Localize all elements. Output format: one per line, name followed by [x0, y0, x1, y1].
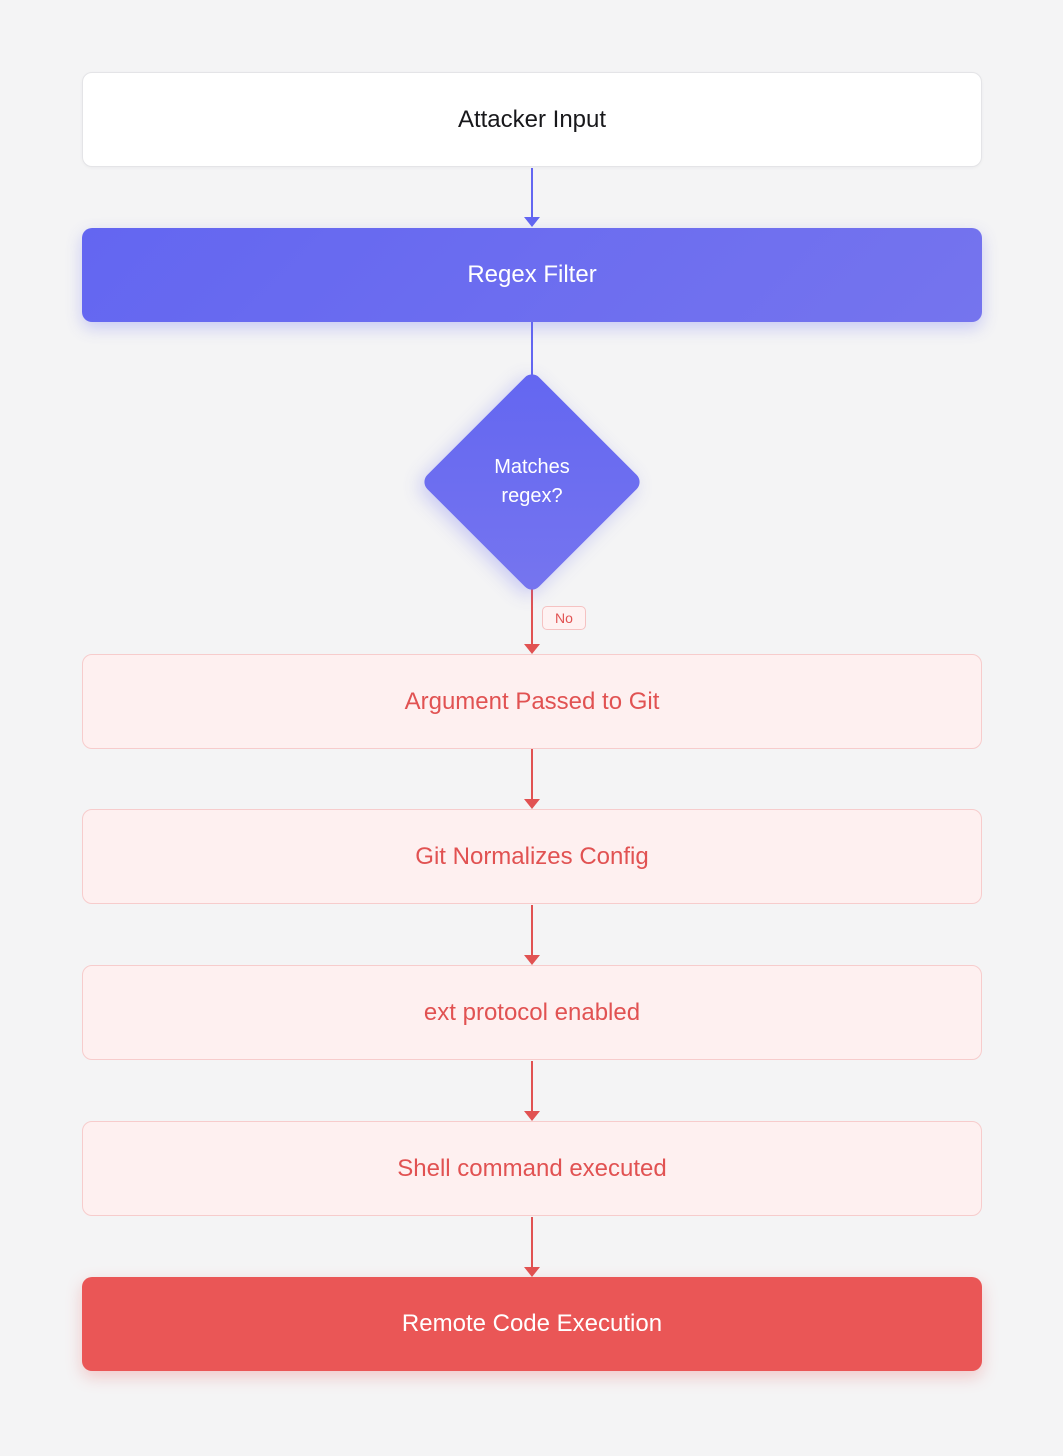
decision-matches-regex: Matches regex? — [420, 370, 644, 594]
edge-label-no: No — [542, 606, 586, 630]
node-regex-filter: Regex Filter — [82, 228, 982, 322]
arrow-shell-to-rce — [524, 1217, 540, 1277]
node-remote-code-execution: Remote Code Execution — [82, 1277, 982, 1371]
arrow-decision-to-argument — [524, 586, 540, 654]
node-ext-protocol-label: ext protocol enabled — [423, 998, 641, 1026]
arrow-ext-to-shell — [524, 1061, 540, 1121]
node-git-normalizes: Git Normalizes Config — [82, 809, 982, 904]
arrow-argument-to-normalize — [524, 749, 540, 809]
node-shell-command-label: Shell command executed — [397, 1154, 667, 1182]
node-argument-passed-label: Argument Passed to Git — [404, 687, 660, 715]
node-git-normalizes-label: Git Normalizes Config — [415, 842, 649, 870]
node-regex-filter-label: Regex Filter — [467, 261, 597, 288]
arrow-input-to-filter — [524, 168, 540, 227]
node-rce-label: Remote Code Execution — [401, 1310, 663, 1337]
node-attacker-input: Attacker Input — [82, 72, 982, 167]
arrow-normalize-to-ext — [524, 905, 540, 965]
decision-label: Matches regex? — [494, 456, 570, 507]
node-ext-protocol: ext protocol enabled — [82, 965, 982, 1060]
node-shell-command: Shell command executed — [82, 1121, 982, 1216]
node-attacker-input-label: Attacker Input — [457, 105, 607, 133]
edge-label-no-text: No — [555, 610, 573, 626]
node-argument-passed: Argument Passed to Git — [82, 654, 982, 749]
